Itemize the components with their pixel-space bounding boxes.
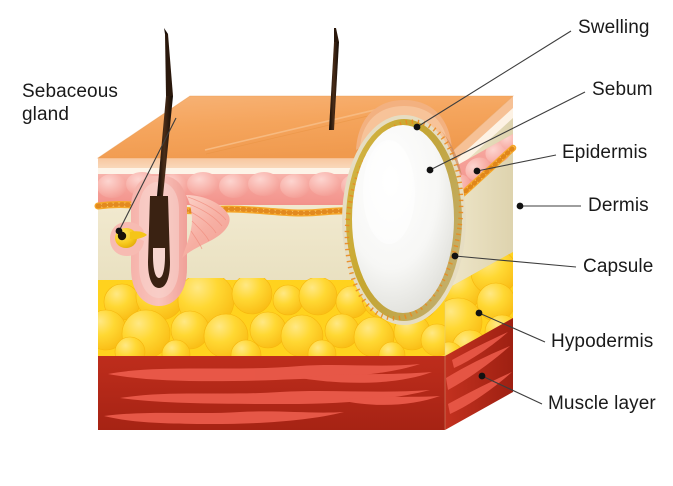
label-sebum: Sebum (592, 79, 653, 100)
label-swelling: Swelling (578, 17, 650, 38)
label-muscle-layer: Muscle layer (548, 393, 656, 414)
label-hypodermis: Hypodermis (551, 331, 654, 352)
label-sebaceous-gland: Sebaceous gland (22, 81, 118, 126)
leader-capsule (454, 255, 577, 268)
dot-hypodermis (475, 309, 483, 317)
hair-shaft-right-group (329, 28, 339, 130)
label-dermis: Dermis (588, 195, 649, 216)
dot-sebaceous-gland (115, 227, 123, 235)
capsule-dots (344, 119, 464, 321)
dot-sebum (426, 166, 434, 174)
dot-epidermis (473, 167, 481, 175)
leader-lines (118, 30, 586, 405)
leader-muscle-layer (481, 375, 543, 405)
leader-sebaceous-gland (118, 117, 177, 232)
leader-dots (115, 123, 524, 380)
arrector-pili-muscle (182, 195, 230, 258)
label-epidermis: Epidermis (562, 142, 648, 163)
leader-epidermis (476, 154, 557, 172)
leader-swelling (416, 30, 572, 128)
dot-swelling (413, 123, 421, 131)
dot-muscle-layer (478, 372, 486, 380)
muscle-layer-front (98, 356, 445, 430)
leader-sebum (429, 91, 586, 171)
label-capsule: Capsule (583, 256, 654, 277)
dot-capsule (451, 252, 459, 260)
leader-hypodermis (478, 312, 546, 343)
dot-dermis (516, 202, 524, 210)
hair-follicle-group (131, 28, 187, 306)
stratum-band-front (98, 168, 445, 176)
